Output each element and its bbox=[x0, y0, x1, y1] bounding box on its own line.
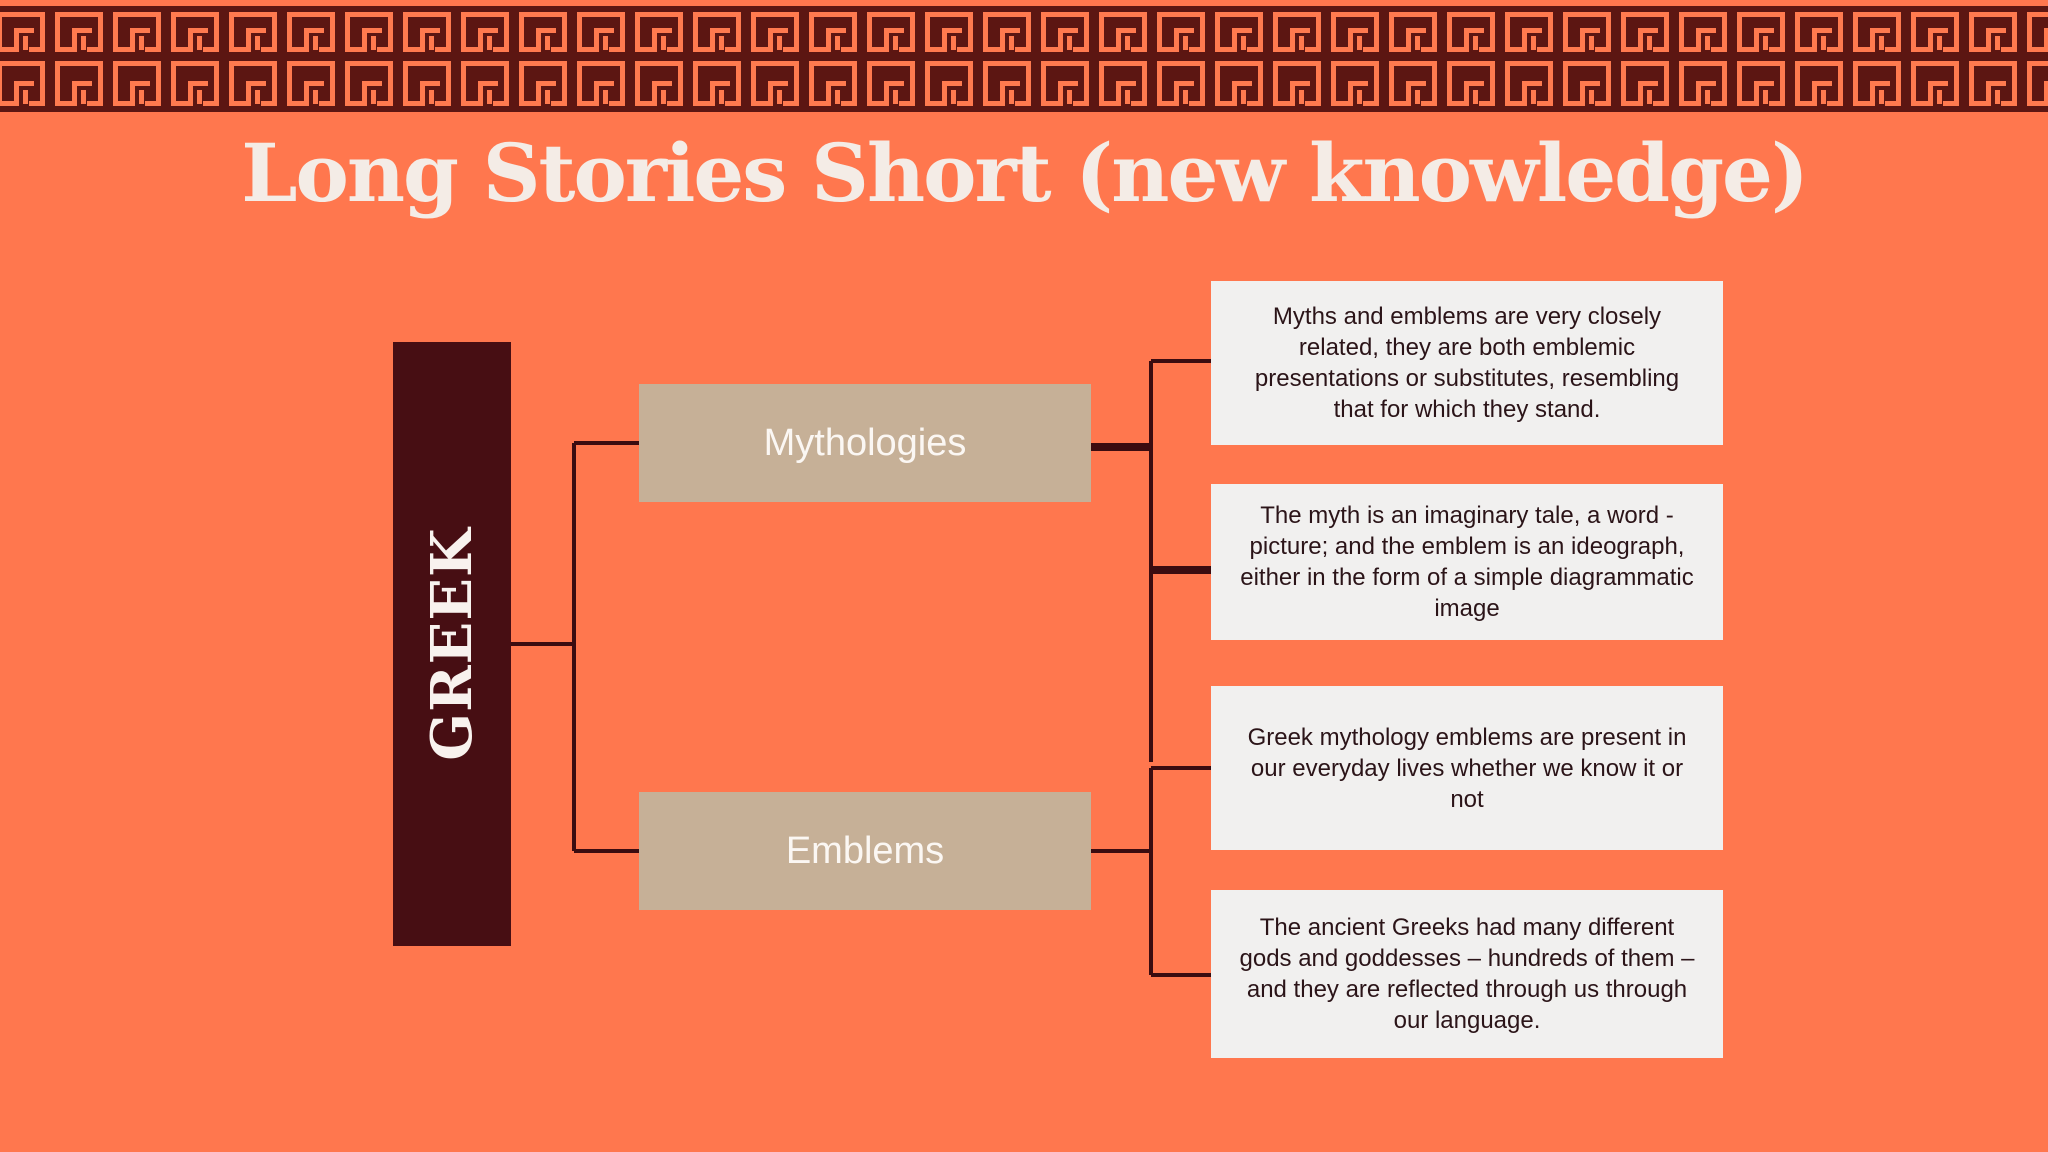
leaf-node-2: The myth is an imaginary tale, a word - … bbox=[1211, 484, 1723, 640]
leaf-text: Myths and emblems are very closely relat… bbox=[1254, 303, 1680, 423]
branch-node-mythologies: Mythologies bbox=[639, 384, 1091, 502]
leaf-node-3: Greek mythology emblems are present in o… bbox=[1211, 686, 1723, 850]
slide-title: Long Stories Short (new knowledge) bbox=[241, 126, 1809, 220]
root-node: GREEK bbox=[393, 342, 511, 946]
leaf-text: The ancient Greeks had many different go… bbox=[1239, 914, 1695, 1034]
leaf-node-4: The ancient Greeks had many different go… bbox=[1211, 890, 1723, 1058]
leaf-text: The myth is an imaginary tale, a word - … bbox=[1240, 502, 1694, 622]
root-label: GREEK bbox=[419, 527, 485, 761]
leaf-node-1: Myths and emblems are very closely relat… bbox=[1211, 281, 1723, 445]
greek-key-border bbox=[0, 0, 2048, 120]
branch-node-emblems: Emblems bbox=[639, 792, 1091, 910]
leaf-text: Greek mythology emblems are present in o… bbox=[1247, 723, 1687, 813]
